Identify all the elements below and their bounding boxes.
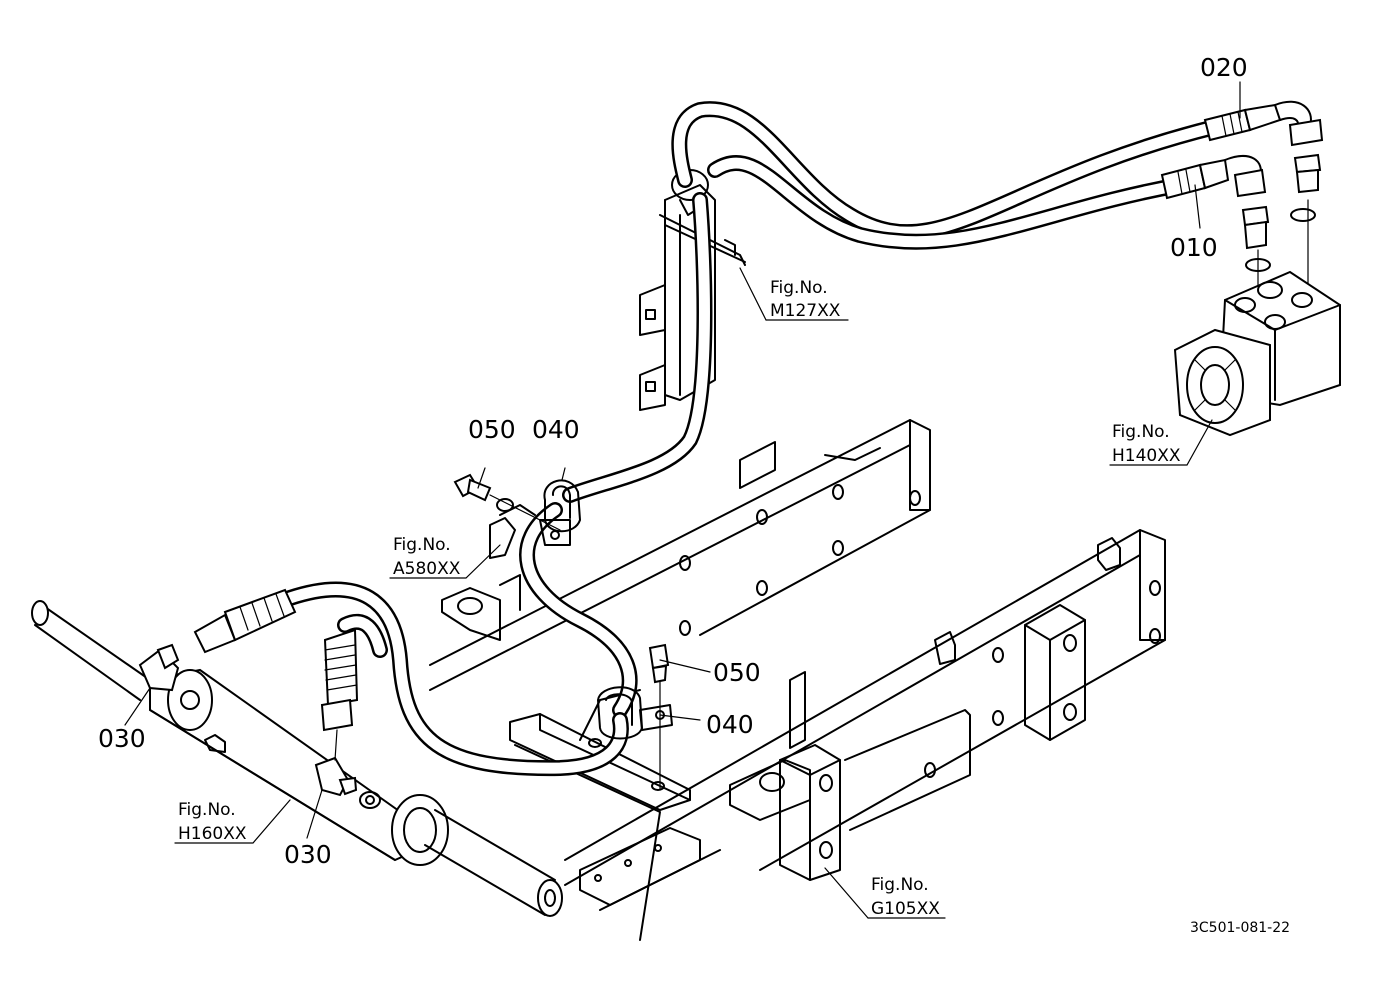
label-050-upper: 050	[468, 415, 516, 444]
fig-h140-code: H140XX	[1112, 446, 1181, 466]
figure-references: Fig.No. M127XX Fig.No. H140XX Fig.No. A5…	[178, 278, 1181, 919]
fig-g105-prefix: Fig.No.	[871, 875, 929, 895]
steering-motor-unit	[1173, 270, 1341, 437]
fig-m127-prefix: Fig.No.	[770, 278, 828, 298]
fig-g105-code: G105XX	[871, 899, 940, 919]
lower-bolt-050	[648, 643, 670, 791]
label-030-left: 030	[98, 724, 146, 753]
hydraulic-hoses	[282, 101, 1223, 777]
upper-clamp-040	[539, 479, 581, 546]
cylinder-hose-fitting-lower	[320, 628, 359, 761]
part-labels: 020 010 050 040 050 040 030 030	[98, 53, 1248, 869]
fig-h160-prefix: Fig.No.	[178, 800, 236, 820]
fig-a580-prefix: Fig.No.	[393, 535, 451, 555]
elbow-030-left	[138, 643, 180, 692]
fig-a580-code: A580XX	[393, 559, 461, 579]
hose-fitting-020	[1203, 100, 1324, 147]
elbow-030-lower	[314, 756, 358, 797]
motor-adapters	[1241, 153, 1322, 291]
fig-h140-prefix: Fig.No.	[1112, 422, 1170, 442]
chassis-frame	[429, 419, 1166, 941]
label-050-lower: 050	[713, 658, 761, 687]
upper-hose-bracket	[639, 169, 746, 411]
hose-fitting-010	[1160, 155, 1267, 200]
label-040-lower: 040	[706, 710, 754, 739]
label-020: 020	[1200, 53, 1248, 82]
label-010: 010	[1170, 233, 1218, 262]
fig-m127-code: M127XX	[770, 301, 841, 321]
cylinder-hose-fitting-upper	[193, 588, 297, 654]
clip-a580	[489, 504, 536, 559]
label-030-lower: 030	[284, 840, 332, 869]
label-040-upper: 040	[532, 415, 580, 444]
fig-h160-code: H160XX	[178, 824, 247, 844]
drawing-code: 3C501-081-22	[1190, 920, 1290, 936]
steering-cylinder	[31, 600, 563, 917]
leader-lines	[124, 81, 1241, 919]
